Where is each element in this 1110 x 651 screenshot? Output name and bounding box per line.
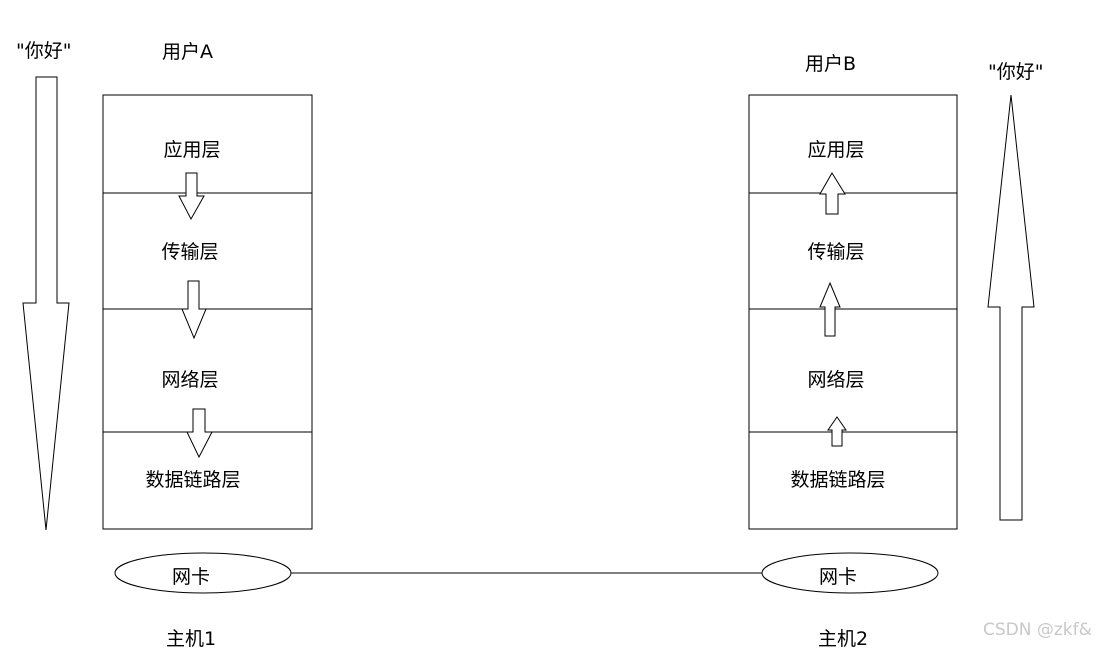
host-b-layer-network: 网络层 (807, 369, 865, 391)
host-a-stack-box (102, 94, 313, 530)
host-b-stack-box (748, 94, 958, 530)
small-up-arrow-1 (819, 172, 846, 215)
small-up-arrow-3 (827, 416, 847, 447)
host-a-layer-datalink: 数据链路层 (145, 469, 241, 491)
host-a-host-label: 主机1 (165, 628, 217, 650)
host-a-nic-label: 网卡 (171, 566, 211, 588)
host-a-user-label: 用户A (162, 41, 213, 63)
small-down-arrow-3 (186, 408, 213, 459)
big-down-arrow (22, 76, 70, 531)
host-a-message: "你好" (16, 40, 72, 62)
host-b-nic-ellipse (761, 552, 939, 594)
host-a-layer-transport: 传输层 (161, 241, 219, 263)
host-b-host-label: 主机2 (817, 628, 869, 650)
small-down-arrow-1 (178, 172, 205, 221)
host-b-user-label: 用户B (805, 53, 857, 75)
big-up-arrow (987, 94, 1035, 521)
host-b-layer-datalink: 数据链路层 (790, 469, 886, 491)
host-b-nic-label: 网卡 (818, 566, 858, 588)
host-b-message: "你好" (988, 61, 1044, 83)
small-down-arrow-2 (181, 280, 207, 340)
host-b-stack (748, 94, 958, 530)
host-b-layer-transport: 传输层 (807, 241, 865, 263)
host-a-nic-ellipse (114, 552, 292, 594)
csdn-watermark: CSDN @zkf& (983, 620, 1092, 640)
host-b-layer-application: 应用层 (807, 139, 865, 161)
host-a-layer-network: 网络层 (161, 369, 219, 391)
small-up-arrow-2 (819, 281, 841, 337)
host-a-layer-application: 应用层 (163, 139, 221, 161)
